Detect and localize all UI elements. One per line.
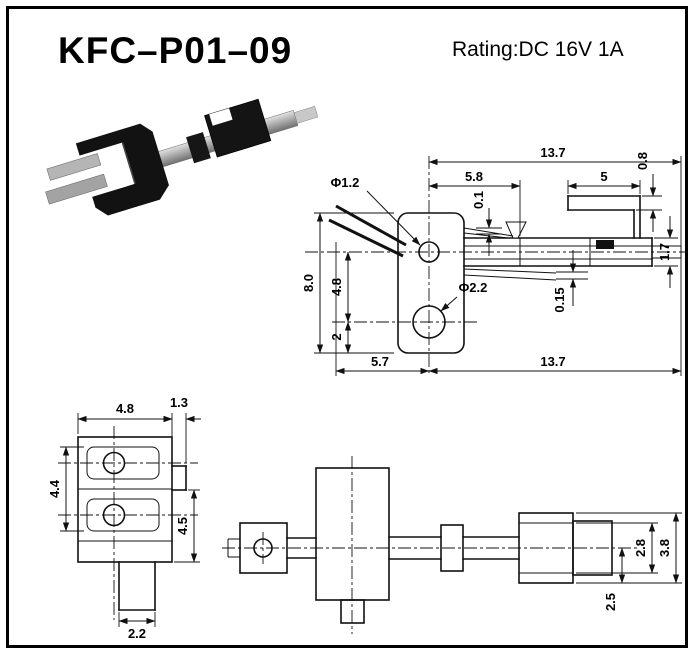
- front-view-centerlines: [58, 426, 198, 620]
- side-view-contact-wedge: [505, 221, 527, 239]
- dim-label-end-height: 1.7: [657, 243, 672, 261]
- dim-label-end-outer-height: 3.8: [657, 539, 672, 557]
- page-frame: [6, 6, 688, 648]
- plan-view-outline: [227, 467, 613, 624]
- dim-label-hole-to-bottom: 2: [329, 333, 344, 340]
- dim-label-overall-length-bottom: 13.7: [540, 354, 565, 369]
- plan-view-dimensions: 2.5 2.8 3.8: [576, 512, 682, 611]
- dim-label-contact-gap: 0.1: [471, 191, 486, 209]
- dim-label-slot-span: 4.4: [47, 479, 62, 498]
- product-tip: [293, 105, 319, 124]
- product-slot-shadow: [121, 142, 136, 185]
- dim-label-body-height: 8.0: [301, 274, 316, 292]
- dim-label-stub-depth: 2.5: [603, 593, 618, 611]
- dim-label-terminal-thickness: 0.8: [635, 152, 650, 170]
- side-view: 13.7 5.8 5 0.8 1.7 0.1: [301, 145, 688, 376]
- dim-label-hole-offset: 5.8: [465, 169, 483, 184]
- dim-label-stem-width: 2.2: [128, 626, 146, 641]
- product-block-notch: [209, 108, 233, 126]
- product-collar: [186, 132, 211, 164]
- dim-label-large-hole: Φ2.2: [459, 280, 488, 295]
- plan-view-centerlines: [222, 456, 640, 634]
- front-view-dimensions: 4.8 1.3 4.4 4.5 2.2: [47, 395, 201, 641]
- side-view-detail-block: [596, 240, 614, 249]
- dim-label-side-height: 4.5: [175, 517, 190, 535]
- front-view-outline: [77, 436, 187, 611]
- dim-label-axis-to-hole: 4.8: [329, 278, 344, 296]
- side-view-centerlines: [305, 156, 688, 376]
- dim-label-overall-length-top: 13.7: [540, 145, 565, 160]
- dim-label-body-width: 4.8: [116, 401, 134, 416]
- dim-label-small-hole: Φ1.2: [331, 175, 360, 190]
- rating-label: Rating:DC 16V 1A: [452, 38, 624, 61]
- dim-label-end-inner-height: 2.8: [633, 539, 648, 557]
- product-block: [204, 98, 272, 158]
- part-number-title: KFC–P01–09: [58, 30, 293, 71]
- dim-label-terminal-length: 5: [600, 169, 607, 184]
- side-view-outline: [328, 195, 682, 354]
- product-contact-strip-lower: [45, 173, 108, 205]
- plan-view: 2.5 2.8 3.8: [222, 456, 682, 634]
- front-view: 4.8 1.3 4.4 4.5 2.2: [47, 395, 201, 641]
- dim-label-tab-width: 1.3: [170, 395, 188, 410]
- side-view-dimensions: 13.7 5.8 5 0.8 1.7 0.1: [301, 145, 682, 376]
- product-photo: [45, 98, 319, 216]
- product-contact-strip-upper: [46, 153, 102, 181]
- dim-label-tip-to-hole: 5.7: [371, 354, 389, 369]
- dim-label-contact-travel: 0.15: [552, 287, 567, 312]
